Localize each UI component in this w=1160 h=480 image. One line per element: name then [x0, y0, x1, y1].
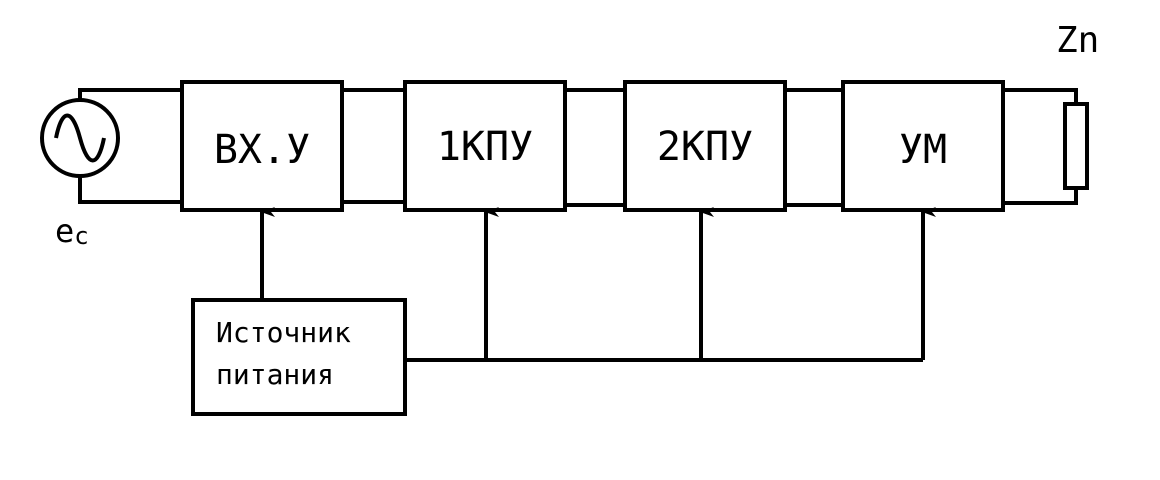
block-kpu1: 1КПУ [403, 80, 567, 212]
power-supply-line2: питания [216, 358, 334, 391]
source-label-main: e [55, 212, 74, 250]
sine-wave-icon [54, 113, 106, 163]
load-resistor [1063, 102, 1089, 190]
wire-source-top [78, 88, 182, 100]
block-kpu2: 2КПУ [623, 80, 787, 212]
block-um: УМ [841, 80, 1005, 212]
source-label-sub: c [74, 222, 88, 250]
block-kpu1-box [403, 80, 567, 212]
power-supply-box [191, 298, 407, 416]
block-vxu: ВХ.У [180, 80, 344, 212]
block-vxu-label: ВХ.У [214, 127, 310, 173]
block-um-box [841, 80, 1005, 212]
block-vxu-box [180, 80, 344, 212]
block-um-label: УМ [899, 127, 947, 173]
power-wires [260, 207, 936, 362]
power-supply: Источник питания [191, 298, 407, 416]
block-kpu2-label: 2КПУ [657, 124, 753, 170]
wire-um-load-top [1003, 88, 1078, 104]
wire-um-load-bottom [1003, 188, 1078, 205]
ac-source [40, 98, 120, 178]
signal-wires [78, 88, 1078, 207]
block-kpu1-label: 1КПУ [437, 124, 533, 170]
power-supply-line1: Источник [216, 316, 351, 349]
wire-source-bottom [78, 176, 182, 204]
source-label: ec [55, 212, 89, 250]
load-label: Zn [1056, 20, 1099, 61]
